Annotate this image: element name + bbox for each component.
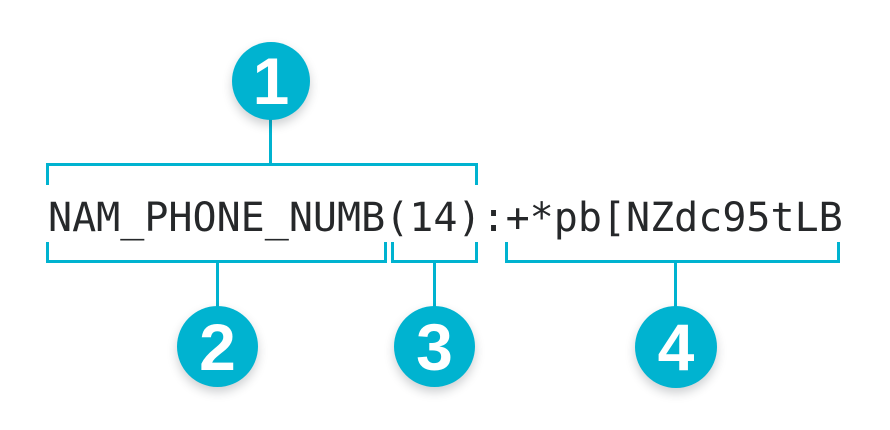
callout-4-badge: 4 bbox=[635, 306, 717, 388]
callout-2-bracket bbox=[46, 242, 387, 263]
annotated-string: NAM_PHONE_NUMB(14):+*pb[NZdc95tLB bbox=[48, 198, 843, 238]
callout-3-number: 3 bbox=[416, 309, 453, 384]
callout-2-badge: 2 bbox=[177, 306, 258, 387]
masked-value-text: +*pb[NZdc95tLB bbox=[505, 195, 843, 241]
separator-text: : bbox=[481, 195, 506, 241]
callout-3-bracket bbox=[391, 242, 478, 263]
callout-1-number: 1 bbox=[252, 44, 290, 118]
callout-1-connector bbox=[269, 118, 272, 165]
callout-1-badge: 1 bbox=[232, 42, 310, 120]
callout-1-bracket bbox=[46, 163, 478, 185]
callout-4-connector bbox=[674, 262, 677, 307]
callout-2-number: 2 bbox=[199, 309, 236, 384]
callout-4-number: 4 bbox=[657, 310, 695, 384]
field-name-text: NAM_PHONE_NUMB bbox=[48, 195, 386, 241]
callout-3-badge: 3 bbox=[394, 306, 475, 387]
callout-3-connector bbox=[433, 262, 436, 307]
callout-2-connector bbox=[216, 262, 219, 307]
field-length-text: (14) bbox=[385, 195, 482, 241]
callout-4-bracket bbox=[505, 242, 840, 263]
